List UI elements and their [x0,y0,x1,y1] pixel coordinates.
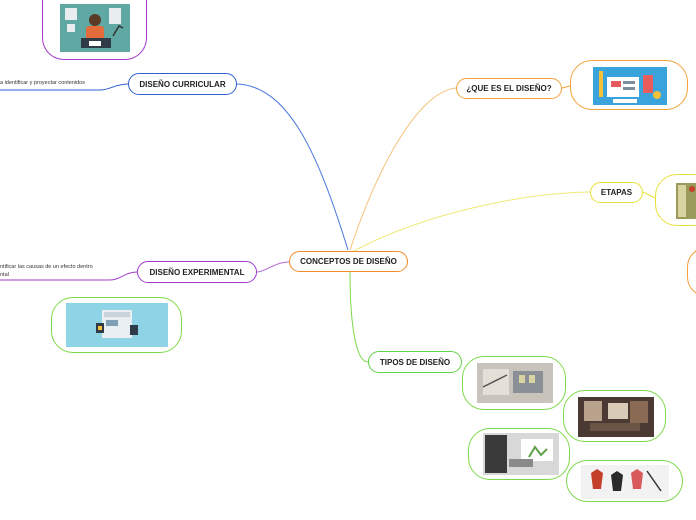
interior-photo [578,397,654,437]
person-computer-illustration [60,4,130,52]
note-text-line2: ntal [0,272,9,278]
branch-label: ¿QUE ES EL DISEÑO? [466,84,552,93]
branch-tipos-de-diseno[interactable]: TIPOS DE DISEÑO [368,351,462,373]
connector-curricular-note [0,83,129,91]
branch-label: DISEÑO EXPERIMENTAL [149,267,245,277]
note-text-line1: ntificar las causas de un efecto dentro [0,264,93,270]
note-curricular[interactable]: a identificar y proyectar contenidos [0,79,85,87]
experimental-illustration [66,303,168,347]
connector-tipos [349,271,369,363]
branch-label: ETAPAS [600,188,633,197]
etapas-illustration [676,183,696,219]
connector-curricular [235,83,349,251]
image-tipos-grafico[interactable] [468,428,570,480]
note-experimental[interactable]: ntificar las causas de un efecto dentro … [0,263,93,279]
image-que-es-el-diseno[interactable] [570,60,688,110]
connector-que-es [349,87,457,251]
architecture-photo [477,363,553,403]
connector-experimental-note [0,271,138,281]
branch-diseno-curricular[interactable]: DISEÑO CURRICULAR [128,73,237,95]
note-text: a identificar y proyectar contenidos [0,80,85,86]
branch-que-es-el-diseno[interactable]: ¿QUE ES EL DISEÑO? [456,78,562,99]
branch-label: DISEÑO CURRICULAR [139,79,226,89]
image-etapas-1[interactable] [655,174,696,226]
image-tipos-moda[interactable] [566,460,683,502]
image-curricular[interactable] [42,0,147,60]
branch-label: TIPOS DE DISEÑO [379,357,451,367]
central-topic-label: CONCEPTOS DE DISEÑO [300,257,397,266]
connector-img-que-es [561,85,571,89]
image-experimental[interactable] [51,297,182,353]
connector-img-etapas [642,191,656,199]
branch-diseno-experimental[interactable]: DISEÑO EXPERIMENTAL [137,261,257,283]
design-tools-illustration [593,67,667,105]
connector-experimental [256,261,290,273]
central-topic[interactable]: CONCEPTOS DE DISEÑO [289,251,408,272]
image-tipos-interior[interactable] [563,390,666,442]
connector-etapas [351,191,591,253]
fashion-design-photo [581,465,669,499]
graphic-design-photo [483,433,559,475]
branch-etapas[interactable]: ETAPAS [590,182,643,203]
image-tipos-arquitectura[interactable] [462,356,566,410]
